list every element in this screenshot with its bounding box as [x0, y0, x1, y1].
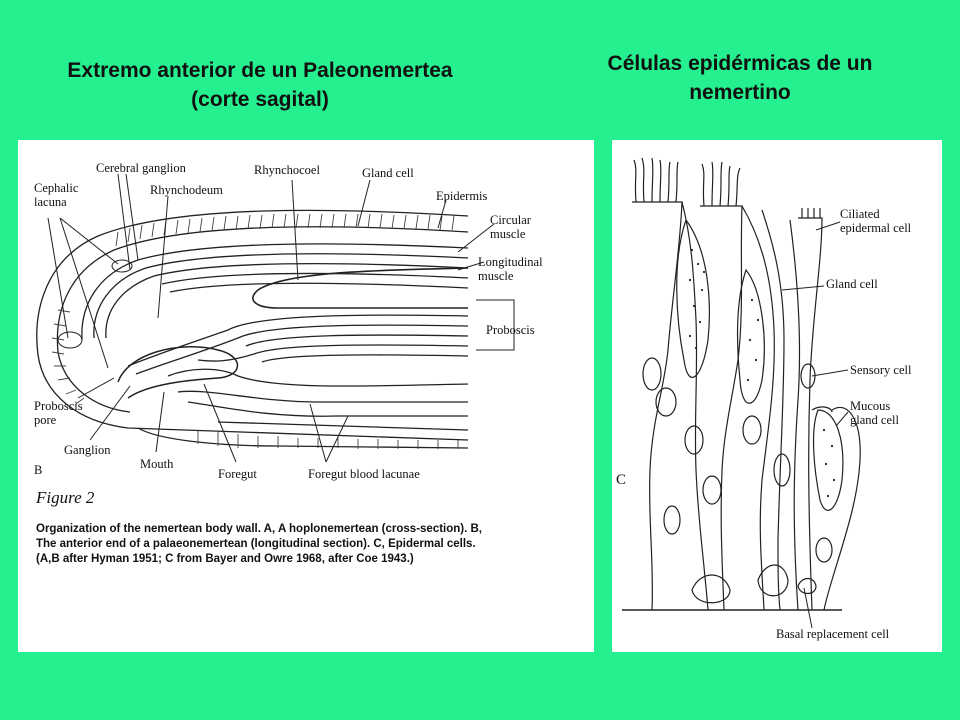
gland-cell-spindle [676, 218, 710, 379]
leader-lines [47, 173, 495, 463]
label-mouth: Mouth [140, 457, 174, 471]
body-outline [36, 209, 469, 441]
basal-replacement-cell [691, 574, 731, 604]
label-foregut: Foregut [218, 467, 257, 481]
figure-title: Figure 2 [36, 488, 95, 507]
label-basal-replacement-cell: Basal replacement cell [776, 627, 890, 641]
figure-caption-block: Figure 2 Organization of the nemertean b… [36, 488, 496, 567]
label-proboscis: Proboscis [486, 323, 535, 337]
label-gland-cell: Gland cell [362, 166, 414, 180]
title-left: Extremo anterior de un Paleonemertea (co… [67, 59, 453, 111]
label-cerebral-ganglion: Cerebral ganglion [96, 161, 187, 175]
label-rhynchocoel: Rhynchocoel [254, 163, 320, 177]
leader-lines-right [781, 221, 849, 629]
title-right: Células epidérmicas de un nemertino [607, 52, 873, 104]
label-sensory-cell: Sensory cell [850, 363, 912, 377]
epidermis-hatching [51, 213, 459, 449]
figure-caption: Organization of the nemertean body wall.… [36, 523, 483, 565]
label-b: B [34, 463, 42, 477]
label-ganglion: Ganglion [64, 443, 111, 457]
label-foregut-blood-lacunae: Foregut blood lacunae [308, 467, 420, 481]
label-epidermis: Epidermis [436, 189, 488, 203]
cilia-left [633, 157, 679, 203]
label-c: C [616, 472, 626, 488]
gland-stippling [688, 248, 836, 498]
label-gland-cell-right: Gland cell [826, 277, 878, 291]
proboscis-bracket [476, 299, 515, 351]
label-rhynchodeum: Rhynchodeum [150, 183, 223, 197]
cephalic-lacuna-shape [57, 331, 83, 349]
epidermis-inner-line [56, 226, 469, 413]
cilia-middle [701, 161, 741, 207]
